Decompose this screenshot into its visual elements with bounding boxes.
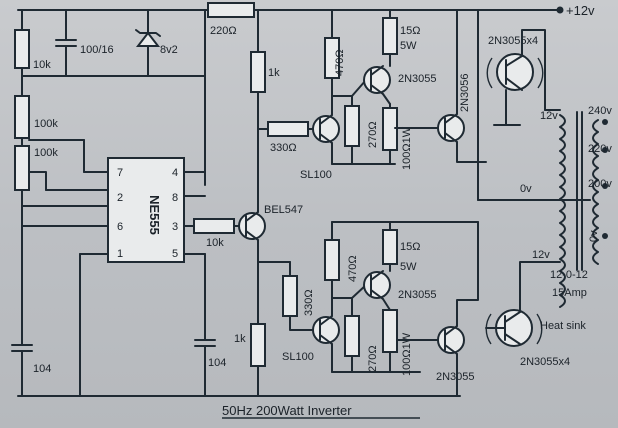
resistor-330-lower [282, 275, 298, 317]
resistor-10k-base [193, 218, 235, 234]
resistor-100k-b [14, 145, 30, 191]
label-out-0: 0v [588, 230, 600, 242]
resistor-220 [207, 2, 255, 18]
label-r-1k-lower: 1k [234, 333, 246, 345]
resistor-270-lower [344, 315, 360, 357]
label-xfmr-rating: 12-0-12 [550, 269, 588, 281]
label-r-330-upper: 330Ω [270, 142, 297, 154]
pin-7: 7 [117, 167, 123, 179]
label-out-240: 240v [588, 105, 612, 117]
ic-name: NE555 [147, 195, 162, 235]
label-r-100-upper: 100Ω1W [401, 126, 413, 170]
label-out-220: 220v [588, 143, 612, 155]
resistor-1k-upper [250, 51, 266, 93]
label-power-bottom: 2N3055x4 [520, 356, 570, 368]
resistor-15-lower [382, 229, 398, 265]
label-r-470-upper: 470Ω [334, 49, 346, 76]
supply-label: +12v [566, 3, 595, 18]
diagram-title: 50Hz 200Watt Inverter [222, 403, 352, 418]
label-sl100-upper: SL100 [300, 169, 332, 181]
label-bel547: BEL547 [264, 204, 303, 216]
label-r-top-left: 10k [33, 59, 51, 71]
resistor-270-upper [344, 105, 360, 147]
label-r-1k-upper: 1k [268, 67, 280, 79]
label-zener: 8v2 [160, 44, 178, 56]
transformer-primary [559, 114, 566, 308]
pin-5: 5 [172, 248, 178, 260]
label-tap-0v: 0v [520, 183, 532, 195]
resistor-1k-lower [250, 323, 266, 367]
supply-terminal [556, 6, 564, 14]
label-r-15-lower: 15Ω [400, 241, 420, 253]
pin-4: 4 [172, 167, 178, 179]
label-r-100-lower: 100Ω1W [401, 332, 413, 376]
label-r-15-upper-watt: 5W [400, 40, 417, 52]
zener-diode [135, 31, 161, 47]
label-r-100k-a: 100k [34, 118, 58, 130]
label-2n3055-lower: 2N3055 [398, 289, 437, 301]
label-r-220: 220Ω [210, 25, 237, 37]
label-heat-sink: Heat sink [540, 320, 586, 332]
label-2n3056: 2N3056 [459, 73, 471, 112]
resistor-15-upper [382, 17, 398, 55]
pin-1: 1 [117, 248, 123, 260]
label-r-15-lower-watt: 5W [400, 261, 417, 273]
label-r-15-upper: 15Ω [400, 25, 420, 37]
label-cap-right: 104 [208, 357, 226, 369]
label-tap-12v-top: 12v [540, 110, 558, 122]
label-tap-12v-bottom: 12v [532, 249, 550, 261]
label-cap-left: 104 [33, 363, 51, 375]
pin-8: 8 [172, 192, 178, 204]
label-sl100-lower: SL100 [282, 351, 314, 363]
resistor-100-upper [382, 107, 398, 151]
label-c-top: 100/16 [80, 44, 114, 56]
resistor-100k-a [14, 95, 30, 139]
label-2n3055-upper: 2N3055 [398, 73, 437, 85]
label-xfmr-amp: 15Amp [552, 287, 587, 299]
label-2n3055-bottom: 2N3055 [436, 371, 475, 383]
ne555-ic [107, 157, 185, 263]
resistor-330-upper [267, 121, 309, 137]
label-r-470-lower: 470Ω [347, 255, 359, 282]
label-r-330-lower: 330Ω [303, 289, 315, 316]
transformer-secondary [592, 119, 599, 265]
label-r-base: 10k [206, 237, 224, 249]
resistor-470-lower [324, 239, 340, 281]
label-r-100k-b: 100k [34, 147, 58, 159]
pin-3: 3 [172, 221, 178, 233]
pin-6: 6 [117, 221, 123, 233]
label-power-top: 2N3055x4 [488, 35, 538, 47]
label-r-270-lower: 270Ω [367, 345, 379, 372]
resistor-100-lower [382, 309, 398, 353]
pin-2: 2 [117, 192, 123, 204]
label-out-200: 200v [588, 178, 612, 190]
label-r-270-upper: 270Ω [367, 121, 379, 148]
resistor-10k-top [14, 29, 30, 69]
